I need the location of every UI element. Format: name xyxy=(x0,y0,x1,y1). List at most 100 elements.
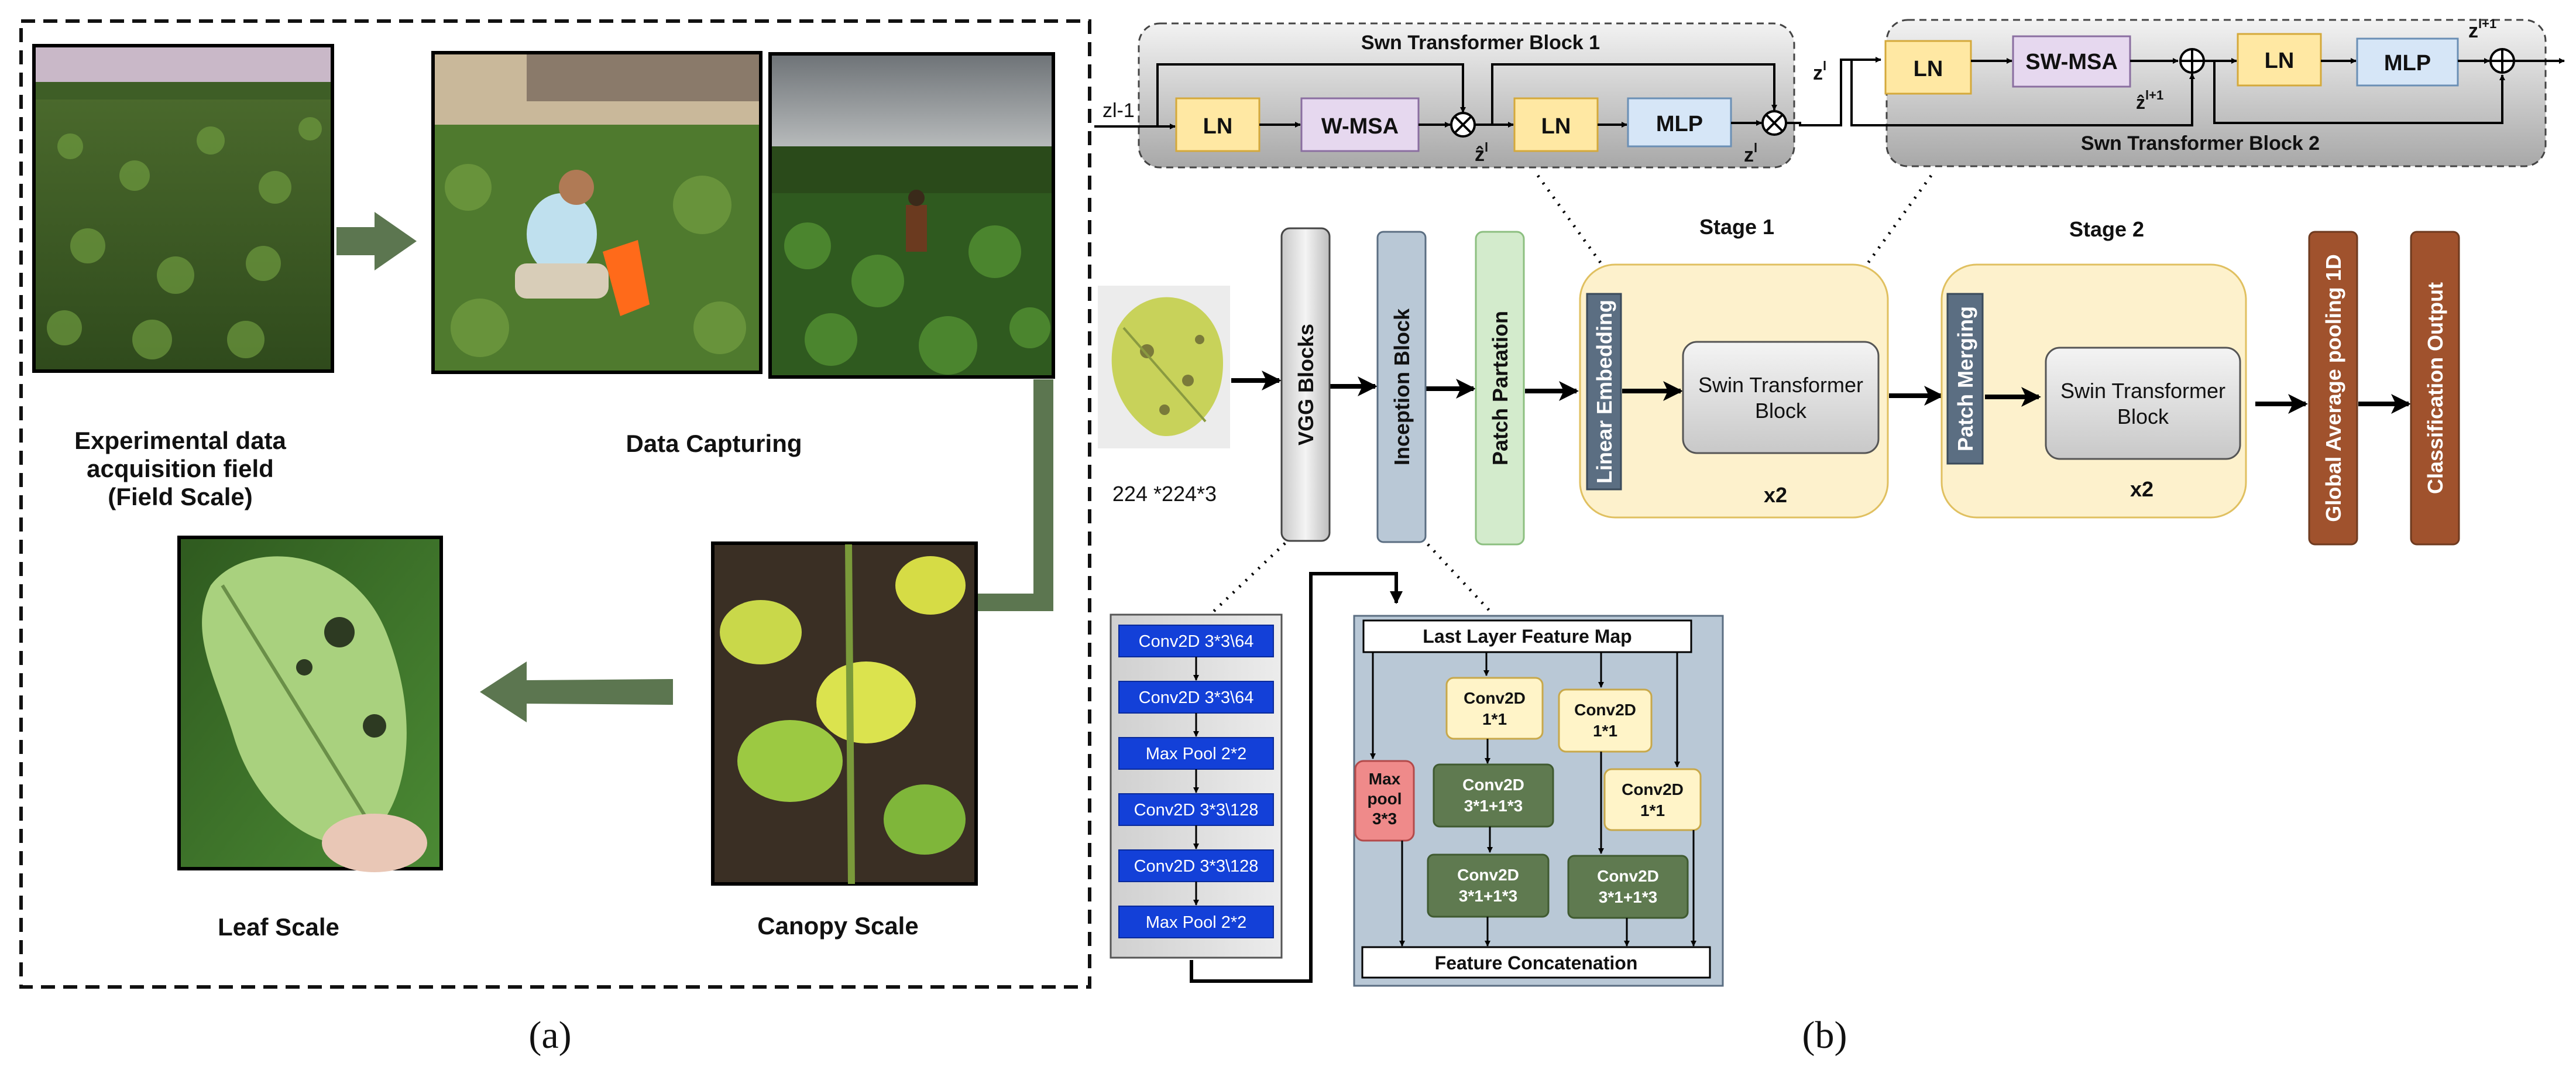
vgg-layer-box xyxy=(1118,625,1274,657)
stage2-swin-block xyxy=(2045,347,2241,460)
capture-photo-person xyxy=(431,51,763,374)
inception-maxpool xyxy=(1354,760,1415,842)
inception-conv3x3-b xyxy=(1427,853,1550,918)
capture-photo-field xyxy=(768,52,1055,379)
conv1b-l1: Conv2D xyxy=(1574,701,1636,719)
olive-connector xyxy=(977,379,1053,611)
inception-conv3x3-a xyxy=(1433,763,1554,828)
block2-zin: zl xyxy=(1813,59,1826,84)
stage1-swin-line1: Swin Transformer xyxy=(1698,373,1863,397)
vgg-layer-label: Conv2D 3*3\64 xyxy=(1139,688,1254,707)
zoom-line-block2 xyxy=(1865,174,1933,266)
block2-ln2 xyxy=(2237,33,2322,87)
conv1a-l2: 1*1 xyxy=(1482,710,1507,728)
patch-partation xyxy=(1475,231,1525,546)
block1-wmsa-label: W-MSA xyxy=(1321,114,1399,139)
zoom-line-vgg xyxy=(1209,542,1286,616)
stage2-repeat: x2 xyxy=(2130,477,2153,501)
block2-ln2-label: LN xyxy=(2265,49,2295,73)
inception-conv3x3-c xyxy=(1567,855,1689,919)
last-layer-feature-map xyxy=(1362,619,1692,653)
block2-mlp-label: MLP xyxy=(2384,51,2431,76)
leaf-photo xyxy=(177,536,443,872)
conv3b-l2: 3*1+1*3 xyxy=(1459,887,1517,905)
conv1c-l1: Conv2D xyxy=(1622,780,1684,798)
olive-arrow-left xyxy=(480,661,673,722)
panel-a-caption: (a) xyxy=(528,1014,571,1057)
block2-zhat: ẑl+1 xyxy=(2136,88,2163,113)
stage2-swin-line1: Swin Transformer xyxy=(2060,379,2225,403)
conv3a-l2: 3*1+1*3 xyxy=(1464,797,1523,815)
vgg-layer-box xyxy=(1118,906,1274,938)
patch-merging-label: Patch Merging xyxy=(1953,306,1977,451)
block2-zout: zl+1 xyxy=(2468,16,2496,42)
block1-input-label: zl-1 xyxy=(1102,100,1135,122)
feature-concatenation-label: Feature Concatenation xyxy=(1435,952,1638,973)
block2-ln1 xyxy=(1884,40,1972,95)
input-size-label: 224 *224*3 xyxy=(1112,482,1217,506)
inception-block-label: Inception Block xyxy=(1390,308,1414,465)
olive-arrow-right xyxy=(336,212,417,270)
block1-ln1 xyxy=(1175,97,1260,152)
linear-embedding-label: Linear Embedding xyxy=(1592,300,1616,484)
stage1-title: Stage 1 xyxy=(1699,215,1774,239)
vgg-layer-box xyxy=(1118,737,1274,770)
block2-ln1-label: LN xyxy=(1914,57,1943,81)
conv1b-l2: 1*1 xyxy=(1593,722,1617,740)
last-layer-feature-map-label: Last Layer Feature Map xyxy=(1423,626,1632,647)
inception-block xyxy=(1376,231,1427,543)
stage1-swin-line2: Block xyxy=(1755,399,1807,423)
vgg-layer-label: Conv2D 3*3\128 xyxy=(1134,857,1259,876)
inception-detail: Last Layer Feature Map Max pool 3*3 Conv… xyxy=(1353,615,1724,987)
zoom-line-inception xyxy=(1427,543,1492,613)
block1-zhat: ẑl xyxy=(1475,140,1488,166)
gap-label: Global Average pooling 1D xyxy=(2321,254,2345,522)
panel-b: Swn Transformer Block 1 zl-1 LN W-MSA ẑl… xyxy=(1094,16,2565,1057)
inception-conv1x1-c xyxy=(1603,768,1702,831)
field-label-line2: acquisition field xyxy=(87,455,274,482)
vgg-layer-box xyxy=(1118,849,1274,882)
vgg-layer-label: Max Pool 2*2 xyxy=(1146,913,1247,932)
panel-b-caption: (b) xyxy=(1802,1014,1847,1057)
stage2-title: Stage 2 xyxy=(2069,217,2144,241)
block2-swmsa xyxy=(2012,35,2131,88)
inception-conv1x1-a xyxy=(1445,677,1544,740)
block1-zout: zl xyxy=(1744,140,1757,166)
conv3c-l2: 3*1+1*3 xyxy=(1599,888,1657,906)
vgg-layer-label: Max Pool 2*2 xyxy=(1146,745,1247,763)
field-label-line3: (Field Scale) xyxy=(108,483,252,510)
panel-a: Experimental data acquisition field (Fie… xyxy=(19,19,1091,1057)
conv3b-l1: Conv2D xyxy=(1457,866,1519,884)
block2-add-1 xyxy=(2179,48,2205,74)
global-average-pooling xyxy=(2308,231,2358,546)
conv3a-l1: Conv2D xyxy=(1462,776,1524,794)
field-label-line1: Experimental data xyxy=(74,427,286,454)
conv1c-l2: 1*1 xyxy=(1640,801,1665,820)
stage1-repeat: x2 xyxy=(1764,483,1787,507)
canopy-photo xyxy=(711,541,978,886)
stage-1: Linear Embedding Swin Transformer Block … xyxy=(1579,263,1889,519)
block1-mlp-label: MLP xyxy=(1656,112,1703,136)
patch-merging xyxy=(1946,293,1984,465)
data-capturing-label: Data Capturing xyxy=(626,430,802,457)
conv1a-l1: Conv2D xyxy=(1464,689,1526,707)
maxpool-l3: 3*3 xyxy=(1372,810,1397,828)
canopy-scale-label: Canopy Scale xyxy=(757,912,918,940)
classification-label: Classification Output xyxy=(2423,282,2447,494)
block1-ln2 xyxy=(1513,97,1599,152)
maxpool-l1: Max xyxy=(1369,770,1401,788)
vgg-layer-label: Conv2D 3*3\128 xyxy=(1134,801,1259,820)
block2-swmsa-label: SW-MSA xyxy=(2025,50,2118,74)
conv3c-l1: Conv2D xyxy=(1597,867,1659,885)
vgg-layer-box xyxy=(1118,793,1274,826)
feature-concatenation xyxy=(1361,946,1711,979)
swin-block-1: Swn Transformer Block 1 zl-1 LN W-MSA ẑl… xyxy=(1094,22,1795,169)
block1-add-1 xyxy=(1450,112,1476,138)
field-photo xyxy=(32,44,334,373)
panel-a-dashed-frame xyxy=(19,19,1091,989)
stage-2: Patch Merging Swin Transformer Block x2 xyxy=(1940,263,2247,519)
block1-title: Swn Transformer Block 1 xyxy=(1361,32,1600,54)
classification-output xyxy=(2410,231,2460,546)
